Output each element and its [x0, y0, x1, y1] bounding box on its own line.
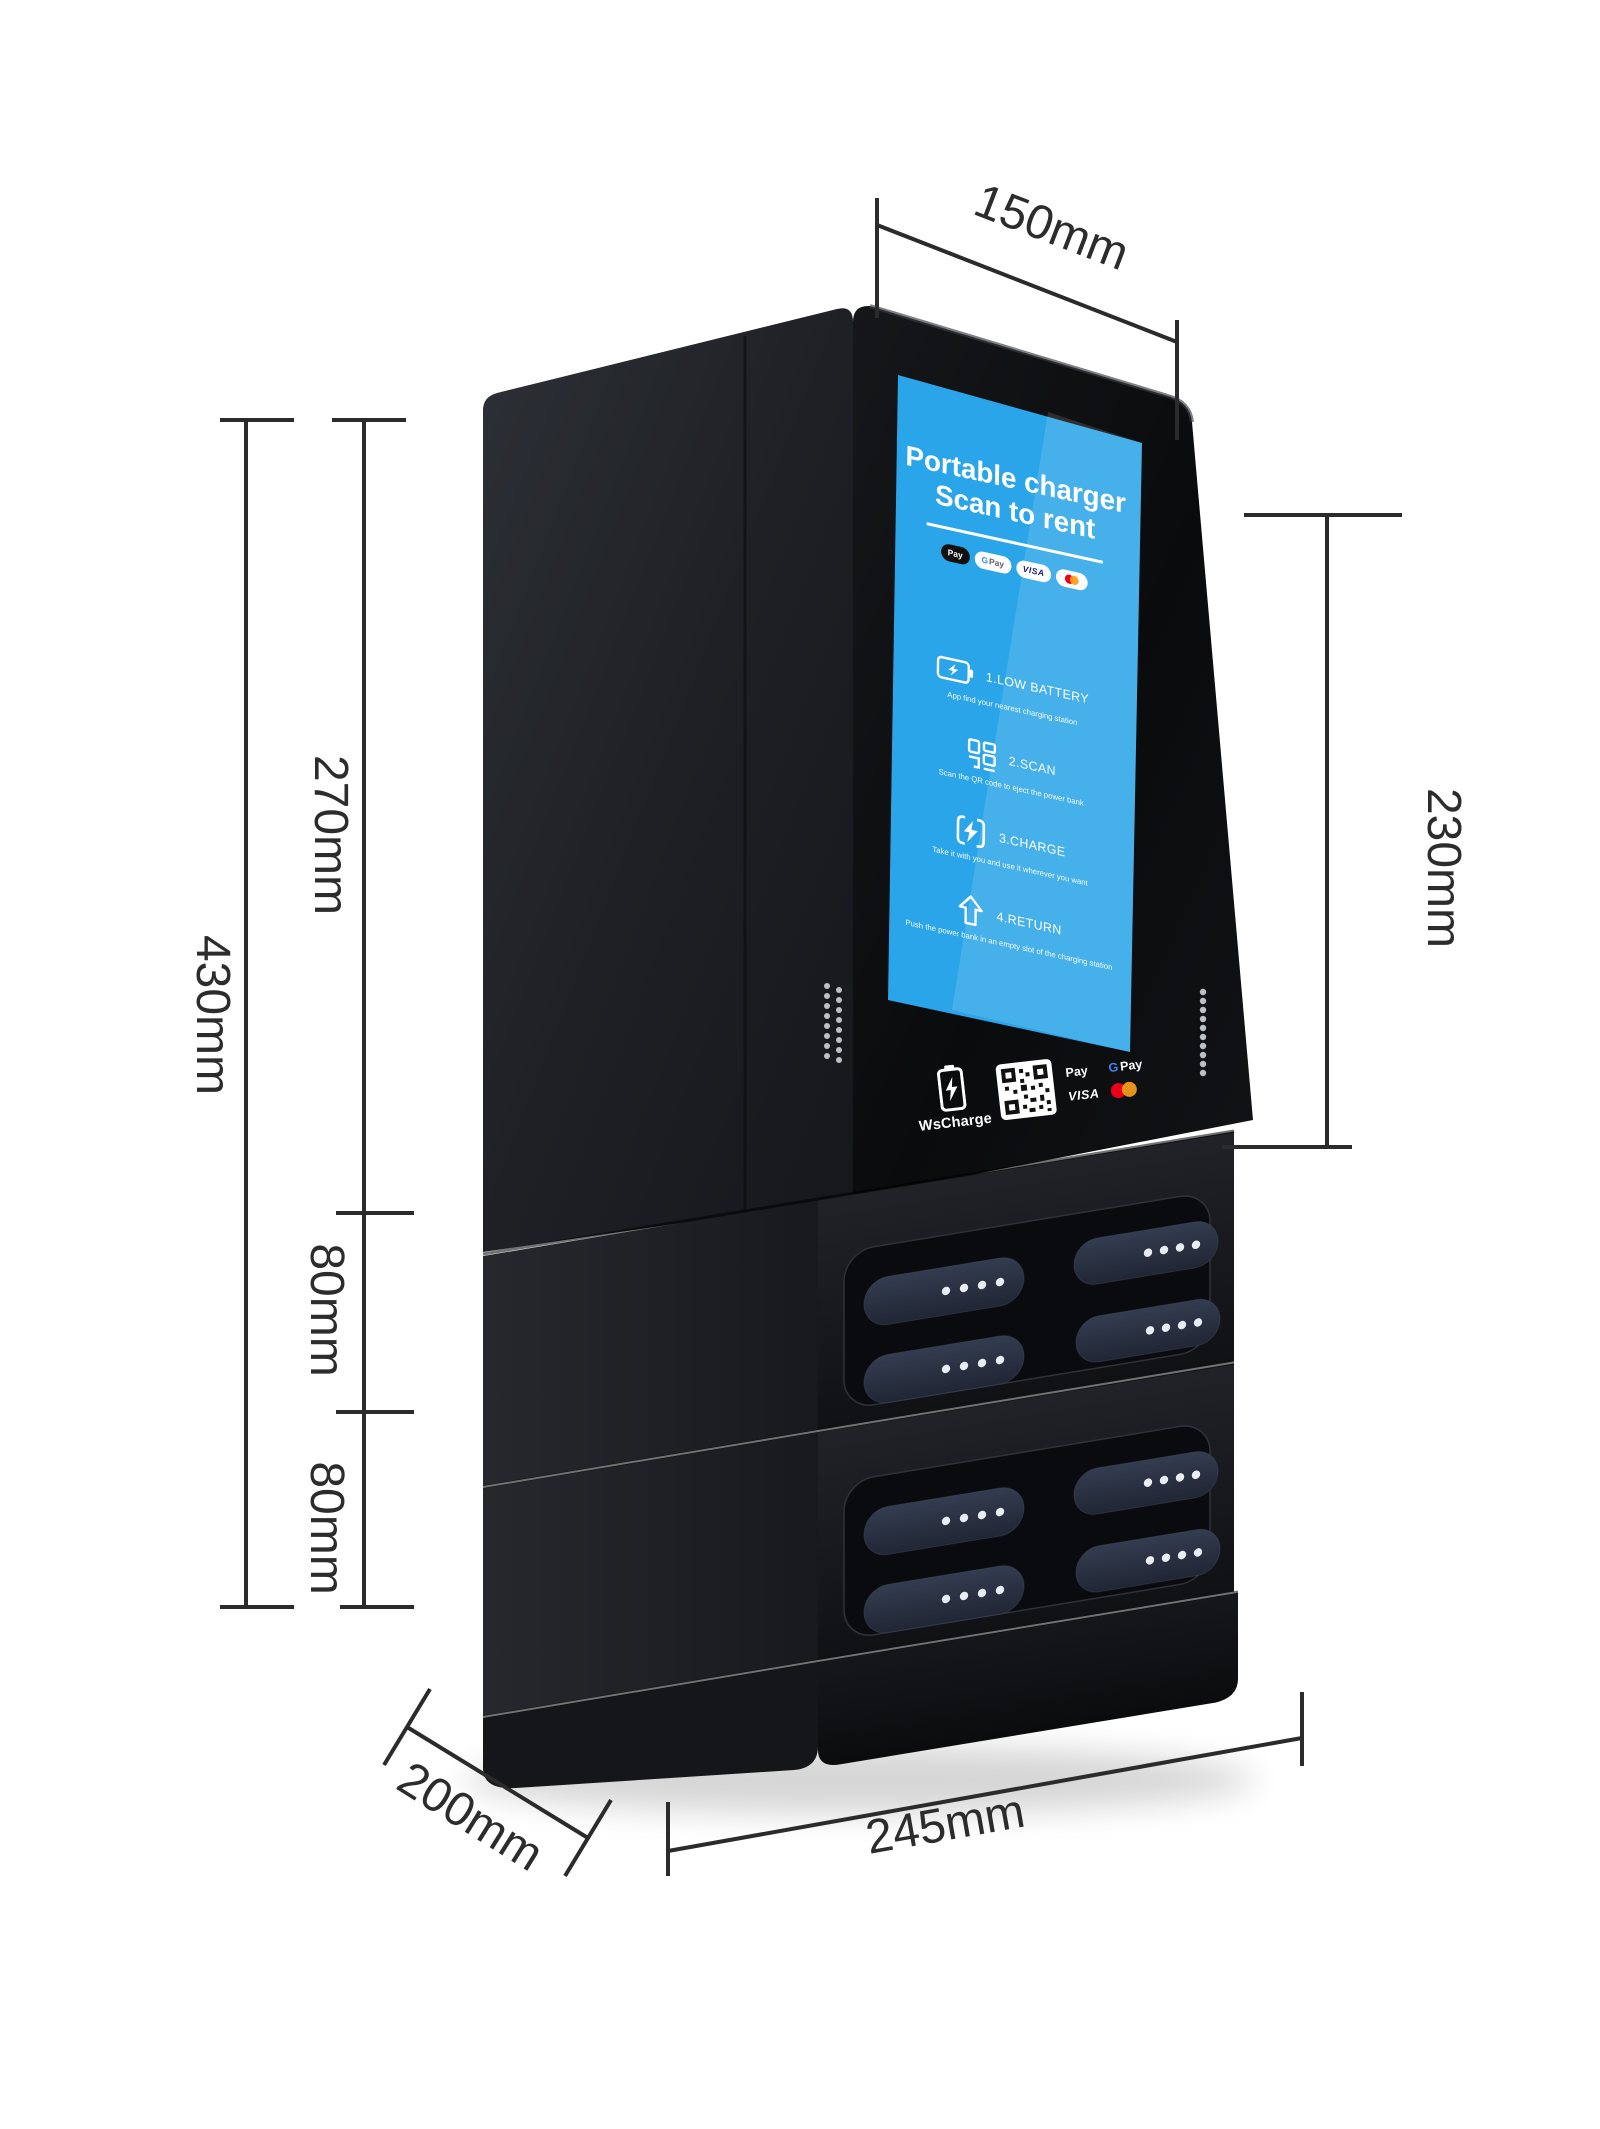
google-pay-g: G — [1107, 1060, 1119, 1076]
visa-badge: VISA — [1015, 558, 1052, 584]
apple-pay-mark: Pay — [1065, 1063, 1098, 1080]
qr-scan-icon — [968, 738, 997, 773]
dimension-lines — [220, 198, 1402, 1878]
step-label: 2.SCAN — [1008, 753, 1057, 779]
step-label: 4.RETURN — [996, 909, 1062, 938]
brand-strip: WsCharge Pay — [914, 1021, 1184, 1154]
slot-charging-pins — [941, 1240, 1203, 1374]
tier2-side — [483, 1432, 818, 1716]
google-pay-g: G — [981, 554, 989, 567]
screen-content: Portable charger Scan to rent Pay G Pay … — [889, 375, 1136, 1049]
charge-icon — [957, 815, 986, 849]
top-edge-highlight — [869, 304, 1194, 423]
dimension-label-upper-unit: 270mm — [304, 755, 357, 915]
brand-logo-block: WsCharge — [916, 1061, 993, 1135]
mastercard-badge — [1056, 567, 1089, 592]
low-battery-icon — [936, 655, 974, 684]
step-scan: 2.SCAN Scan the QR code to eject the pow… — [892, 719, 1130, 818]
step-low-battery: 1.LOW BATTERY App find your nearest char… — [893, 641, 1131, 740]
instruction-steps: 1.LOW BATTERY App find your nearest char… — [890, 641, 1132, 976]
mastercard-icon — [1110, 1080, 1145, 1099]
kiosk-side-panel — [483, 308, 853, 1252]
step-charge: 3.CHARGE Take it with you and use it whe… — [891, 798, 1129, 897]
visa-mark: VISA — [1067, 1086, 1100, 1103]
brand-name: WsCharge — [918, 1110, 993, 1135]
apple-pay-mark-label: Pay — [1064, 1063, 1089, 1080]
google-pay-badge: G Pay — [974, 549, 1012, 575]
google-pay-mark: G Pay — [1108, 1057, 1143, 1075]
screen-glare — [952, 412, 1142, 1052]
dimension-label-screen-height: 230mm — [1417, 788, 1470, 948]
accepted-payments: Pay G Pay VISA — [1065, 1057, 1146, 1103]
qr-code — [995, 1058, 1058, 1121]
return-arrow-icon — [958, 895, 983, 927]
dimension-label-tier1: 80mm — [300, 1243, 353, 1376]
step-return: 4.RETURN Push the power bank in an empty… — [890, 877, 1128, 976]
left-speaker-grille — [824, 983, 842, 1063]
tier2-front — [818, 1363, 1234, 1660]
google-pay-badge-label: Pay — [988, 556, 1005, 570]
battery-logo-icon — [936, 1064, 967, 1112]
mastercard-orange-circle — [1121, 1081, 1138, 1098]
dimension-label-top-width: 150mm — [967, 174, 1135, 281]
visa-badge-label: VISA — [1022, 563, 1045, 579]
screen-title: Portable charger Scan to rent — [896, 438, 1135, 556]
slot-charging-pins — [941, 1470, 1203, 1604]
apple-pay-badge: Pay — [940, 542, 970, 566]
google-pay-mark-label: Pay — [1119, 1057, 1144, 1074]
apple-pay-badge-label: Pay — [947, 547, 963, 561]
step-label: 3.CHARGE — [998, 830, 1066, 860]
section-seams — [482, 1129, 1239, 1719]
tier1-side — [483, 1200, 818, 1486]
base-front — [818, 1592, 1238, 1765]
tier1-front — [818, 1131, 1234, 1430]
visa-mark-label: VISA — [1067, 1085, 1101, 1104]
right-speaker-grille — [1199, 988, 1207, 1077]
base-side — [483, 1662, 818, 1789]
dimension-label-total-height: 430mm — [186, 935, 239, 1095]
mastercard-icon — [1070, 574, 1080, 586]
dimension-label-tier2: 80mm — [300, 1461, 353, 1594]
